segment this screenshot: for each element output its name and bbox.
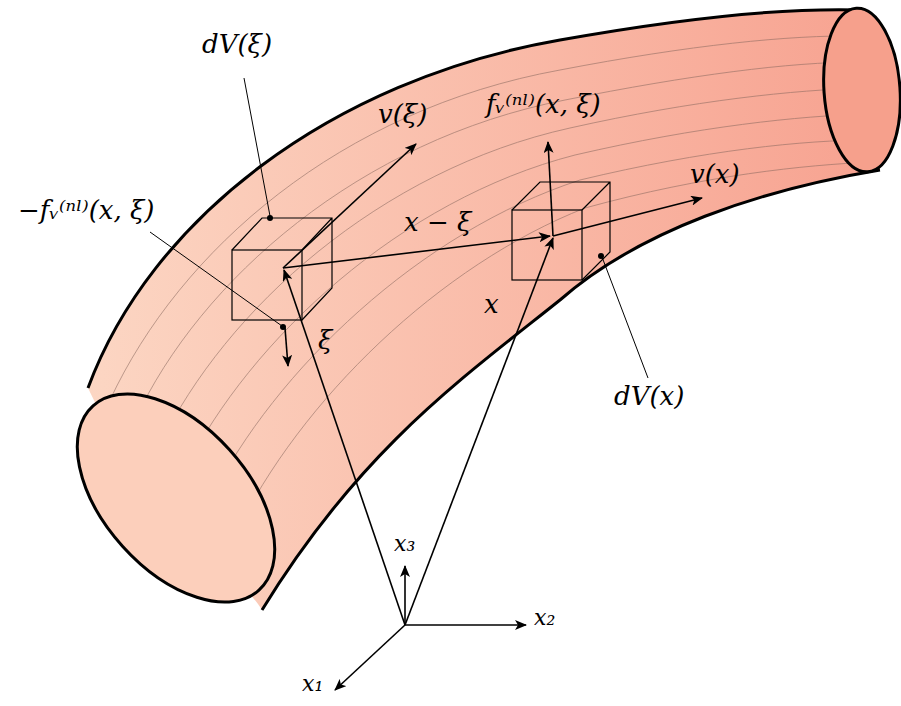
velocity-label: v(x) <box>690 160 740 189</box>
axis-label: x₃ <box>394 532 415 556</box>
point-label: x <box>484 290 499 319</box>
force-label: −fᵥ⁽ⁿˡ⁾(x, ξ) <box>18 196 155 225</box>
volume-label: dV(x) <box>614 382 684 411</box>
axis-label: x₂ <box>534 606 555 630</box>
force-label: fᵥ⁽ⁿˡ⁾(x, ξ) <box>486 90 601 119</box>
point-label: ξ <box>318 326 332 355</box>
axis-label: x₁ <box>302 672 323 696</box>
velocity-label: v(ξ) <box>378 100 427 129</box>
vector-label: x − ξ <box>404 208 471 237</box>
volume-label: dV(ξ) <box>202 30 272 59</box>
